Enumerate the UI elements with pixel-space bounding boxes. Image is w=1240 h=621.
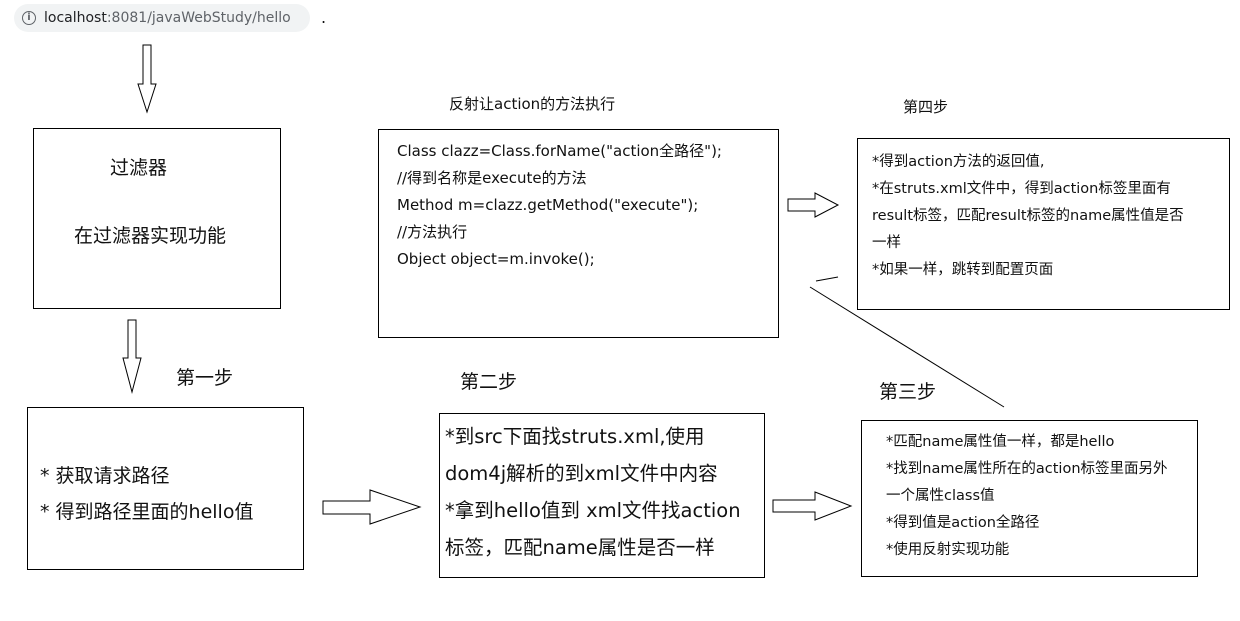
filter-title: 过滤器 — [110, 157, 168, 179]
path-line: * 获取请求路径 — [40, 465, 170, 487]
step3-line: *找到name属性所在的action标签里面另外 — [886, 461, 1168, 477]
reflect-line: //得到名称是execute的方法 — [397, 169, 587, 187]
step4-line: result标签，匹配result标签的name属性值是否 — [872, 208, 1184, 224]
step4-line: 一样 — [872, 235, 901, 251]
arrow-diagonal-head — [815, 276, 839, 282]
step3-line: 一个属性class值 — [886, 488, 995, 504]
step4-line: *如果一样，跳转到配置页面 — [872, 262, 1054, 278]
url-path: :8081/javaWebStudy/hello — [106, 10, 291, 26]
step3-box: *匹配name属性值一样，都是hello *找到name属性所在的action标… — [861, 420, 1198, 577]
address-bar[interactable]: i localhost:8081/javaWebStudy/hello — [14, 4, 310, 32]
filter-desc: 在过滤器实现功能 — [74, 225, 227, 247]
step4-line: *在struts.xml文件中，得到action标签里面有 — [872, 181, 1171, 197]
arrow-diagonal-step3-to-reflect — [809, 286, 1005, 408]
step2-box: *到src下面找struts.xml,使用 dom4j解析的到xml文件中内容 … — [439, 413, 765, 578]
reflect-caption: 反射让action的方法执行 — [449, 95, 616, 113]
step2-line: *到src下面找struts.xml,使用 — [445, 425, 705, 448]
url-text: localhost:8081/javaWebStudy/hello — [44, 10, 291, 26]
arrow-right-path-to-step2 — [322, 489, 422, 525]
info-icon[interactable]: i — [22, 11, 36, 25]
filter-box: 过滤器 在过滤器实现功能 — [33, 128, 281, 309]
step3-line: *使用反射实现功能 — [886, 542, 1010, 558]
arrow-right-step2-to-step3 — [772, 491, 853, 521]
reflect-line: Object object=m.invoke(); — [397, 250, 595, 268]
arrow-down-url-to-filter — [137, 44, 157, 114]
reflect-code-box: Class clazz=Class.forName("action全路径"); … — [378, 129, 779, 338]
reflect-line: Method m=clazz.getMethod("execute"); — [397, 196, 699, 214]
stray-dot: . — [321, 8, 327, 27]
step4-label: 第四步 — [903, 98, 949, 116]
step3-label: 第三步 — [879, 381, 937, 403]
step4-line: *得到action方法的返回值, — [872, 154, 1045, 170]
arrow-down-filter-to-path — [122, 319, 142, 394]
path-line: * 得到路径里面的hello值 — [40, 501, 254, 523]
reflect-line: //方法执行 — [397, 223, 468, 241]
step3-line: *得到值是action全路径 — [886, 515, 1040, 531]
step2-line: *拿到hello值到 xml文件找action — [445, 499, 741, 522]
arrow-right-reflect-to-step4 — [787, 192, 840, 218]
reflect-line: Class clazz=Class.forName("action全路径"); — [397, 142, 722, 160]
step2-line: dom4j解析的到xml文件中内容 — [445, 462, 718, 485]
step2-line: 标签，匹配name属性是否一样 — [445, 536, 715, 559]
step3-line: *匹配name属性值一样，都是hello — [886, 434, 1115, 450]
request-path-box: * 获取请求路径 * 得到路径里面的hello值 — [27, 407, 304, 570]
step1-label: 第一步 — [176, 367, 234, 389]
step2-label: 第二步 — [460, 371, 518, 393]
step4-box: *得到action方法的返回值, *在struts.xml文件中，得到actio… — [857, 138, 1230, 310]
url-host: localhost — [44, 10, 107, 26]
